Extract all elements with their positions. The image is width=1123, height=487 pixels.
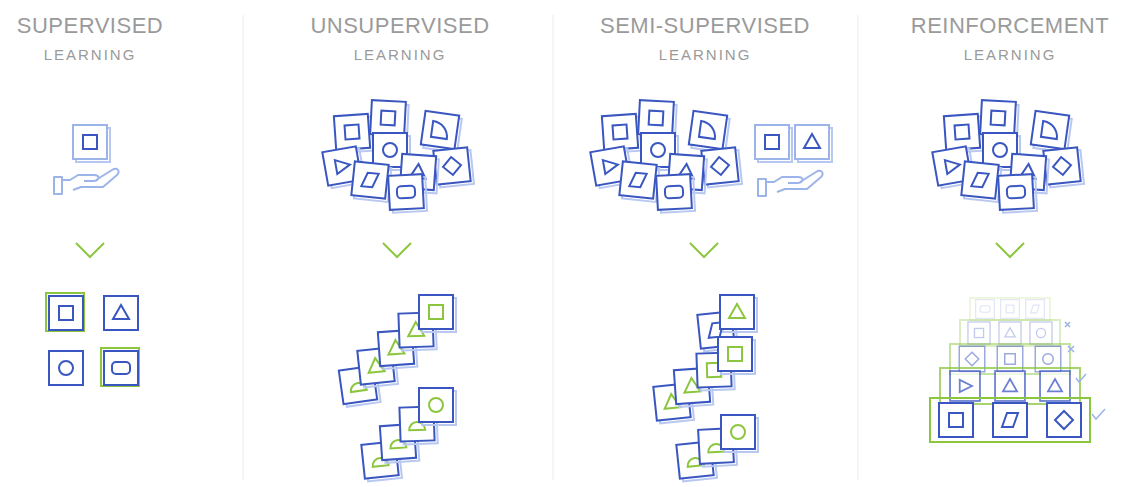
column-subheading: LEARNING xyxy=(44,47,137,64)
column-heading: UNSUPERVISED xyxy=(310,14,489,38)
column-heading: REINFORCEMENT xyxy=(911,14,1109,38)
column-subheading: LEARNING xyxy=(964,47,1057,64)
column-subheading: LEARNING xyxy=(354,47,447,64)
column-heading: SUPERVISED xyxy=(17,14,163,38)
column-subheading: LEARNING xyxy=(659,47,752,64)
column-heading: SEMI-SUPERVISED xyxy=(600,14,810,38)
